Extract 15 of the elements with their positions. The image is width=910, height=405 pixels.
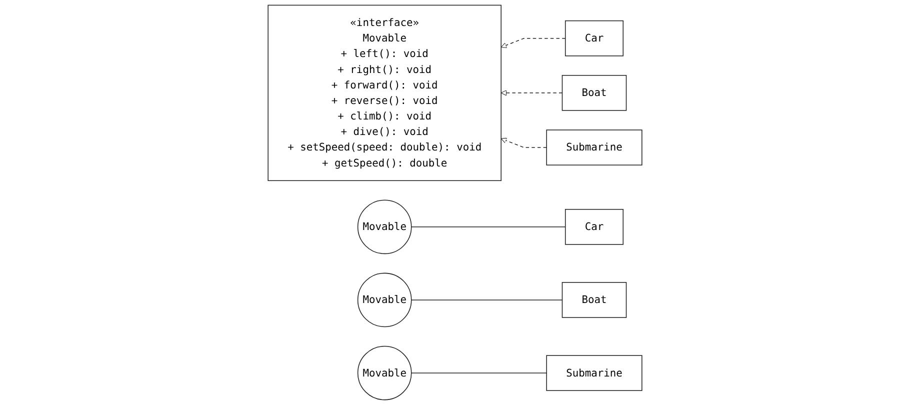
arrow [500,138,547,148]
node-box: Car [564,20,624,56]
node-box: Boat [562,282,627,318]
node-box: Car [564,208,624,245]
node-box: Submarine [546,130,642,166]
node-box: Submarine [546,355,642,391]
node-circle: Movable [357,272,412,328]
connector [411,226,566,228]
node-box: Boat [562,74,627,111]
arrow [500,90,563,96]
arrow [500,38,566,48]
node-box: «interface» Movable + left(): void + right(): void + forward(): void + reverse(): void + climb(): void + dive(): void + setSpeed(speed: double): void + getSpeed(): double [268,4,502,182]
connector [411,372,547,374]
node-circle: Movable [357,200,412,254]
node-circle: Movable [357,346,412,400]
